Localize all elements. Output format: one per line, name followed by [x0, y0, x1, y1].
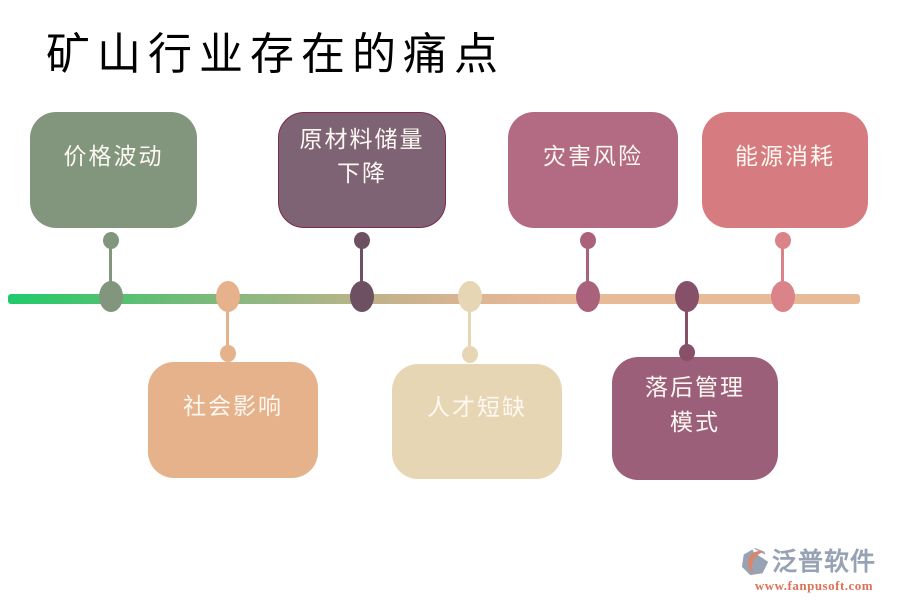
pain-box: 社会影响	[148, 362, 318, 478]
connector-stem	[468, 300, 471, 346]
connector-dot-large	[99, 281, 123, 312]
connector-dot-small	[679, 344, 695, 361]
pain-box: 价格波动	[30, 112, 197, 228]
connector-stem	[109, 240, 112, 290]
pain-label: 原材料储量 下降	[299, 126, 425, 187]
connector-dot-large	[771, 281, 795, 312]
connector-stem	[781, 240, 784, 290]
pain-box: 原材料储量 下降	[278, 112, 446, 228]
connector-stem	[685, 300, 688, 346]
pain-label: 价格波动	[63, 143, 164, 169]
pain-box: 人才短缺	[392, 364, 562, 479]
pain-box: 落后管理 模式	[612, 357, 778, 480]
brand-watermark: 泛普软件 www.fanpusoft.com	[740, 547, 888, 594]
connector-dot-small	[462, 346, 478, 363]
timeline-bar	[8, 294, 860, 304]
connector-stem	[586, 240, 589, 290]
connector-dot-large	[576, 281, 600, 312]
pain-box: 灾害风险	[508, 112, 678, 228]
pain-label: 社会影响	[183, 393, 283, 419]
connector-stem	[360, 240, 363, 290]
pain-box: 能源消耗	[702, 112, 868, 228]
connector-dot-small	[220, 345, 236, 362]
pain-label: 落后管理 模式	[645, 375, 745, 435]
pain-label: 能源消耗	[735, 143, 835, 169]
page-title: 矿山行业存在的痛点	[46, 30, 505, 79]
pain-label: 人才短缺	[427, 395, 527, 421]
logo-name: 泛普软件	[772, 548, 877, 576]
pain-label: 灾害风险	[543, 143, 643, 169]
connector-stem	[226, 300, 229, 346]
logo-url: www.fanpusoft.com	[754, 578, 874, 593]
connector-dot-large	[350, 281, 374, 312]
fanpu-logo-icon	[740, 547, 770, 577]
